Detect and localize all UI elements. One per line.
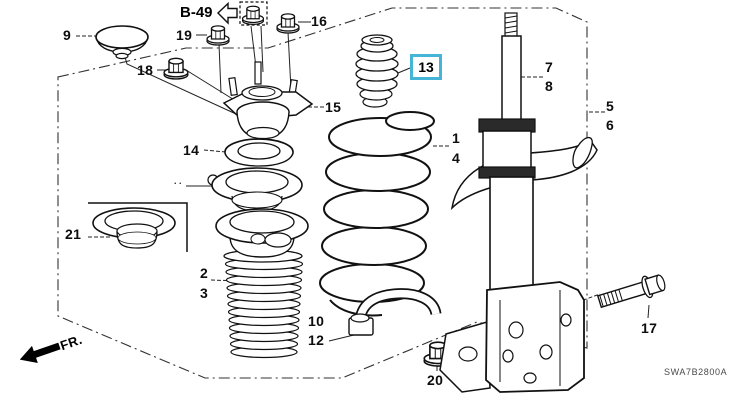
fr-label: FR. <box>57 331 85 353</box>
dust-cover-drawing <box>215 208 309 359</box>
highlighted-callout-13[interactable]: 13 <box>410 54 442 80</box>
callout-2[interactable]: 2 <box>200 265 209 281</box>
callout-7[interactable]: 7 <box>545 59 554 75</box>
cap-drawing <box>95 25 149 60</box>
callout-4[interactable]: 4 <box>452 150 461 166</box>
callout-19[interactable]: 19 <box>176 27 193 43</box>
fr-arrow-icon <box>19 342 61 363</box>
b49-reference-label[interactable]: B-49 <box>180 4 213 21</box>
callout-20[interactable]: 20 <box>427 372 444 388</box>
spring-seat-upper-drawing <box>207 167 303 212</box>
nut-16-drawing <box>276 13 300 34</box>
callout-14[interactable]: 14 <box>183 142 200 158</box>
bolt-drawing <box>596 274 666 309</box>
unlabeled-part-marker: . . <box>174 176 182 186</box>
bump-stop-drawing <box>355 34 399 108</box>
diagram-code: SWA7B2800A <box>664 367 728 377</box>
nut-19-drawing <box>206 25 230 46</box>
callout-15[interactable]: 15 <box>325 99 342 115</box>
callout-9[interactable]: 9 <box>63 27 72 43</box>
callout-10[interactable]: 10 <box>308 313 325 329</box>
callout-17[interactable]: 17 <box>641 320 658 336</box>
fr-direction-indicator: FR. <box>16 328 85 370</box>
callout-16[interactable]: 16 <box>311 13 328 29</box>
callout-1[interactable]: 1 <box>452 130 461 146</box>
callout-6[interactable]: 6 <box>606 117 615 133</box>
callout-5[interactable]: 5 <box>606 98 615 114</box>
b49-arrow-icon <box>216 1 238 25</box>
coil-spring-drawing <box>319 111 435 317</box>
mount-rubber-drawing <box>88 202 188 252</box>
bearing-drawing <box>224 138 294 167</box>
callout-8[interactable]: 8 <box>545 78 554 94</box>
frame-border <box>57 7 588 379</box>
callout-18[interactable]: 18 <box>137 62 154 78</box>
callout-12[interactable]: 12 <box>308 332 325 348</box>
spring-seat-lower-drawing <box>348 288 442 336</box>
strut-mount-drawing <box>222 61 314 140</box>
shock-absorber-drawing <box>439 12 598 393</box>
callout-3[interactable]: 3 <box>200 285 209 301</box>
nut-18-drawing <box>163 57 189 80</box>
nut-b49-drawing <box>241 5 265 26</box>
callout-21[interactable]: 21 <box>65 226 82 242</box>
